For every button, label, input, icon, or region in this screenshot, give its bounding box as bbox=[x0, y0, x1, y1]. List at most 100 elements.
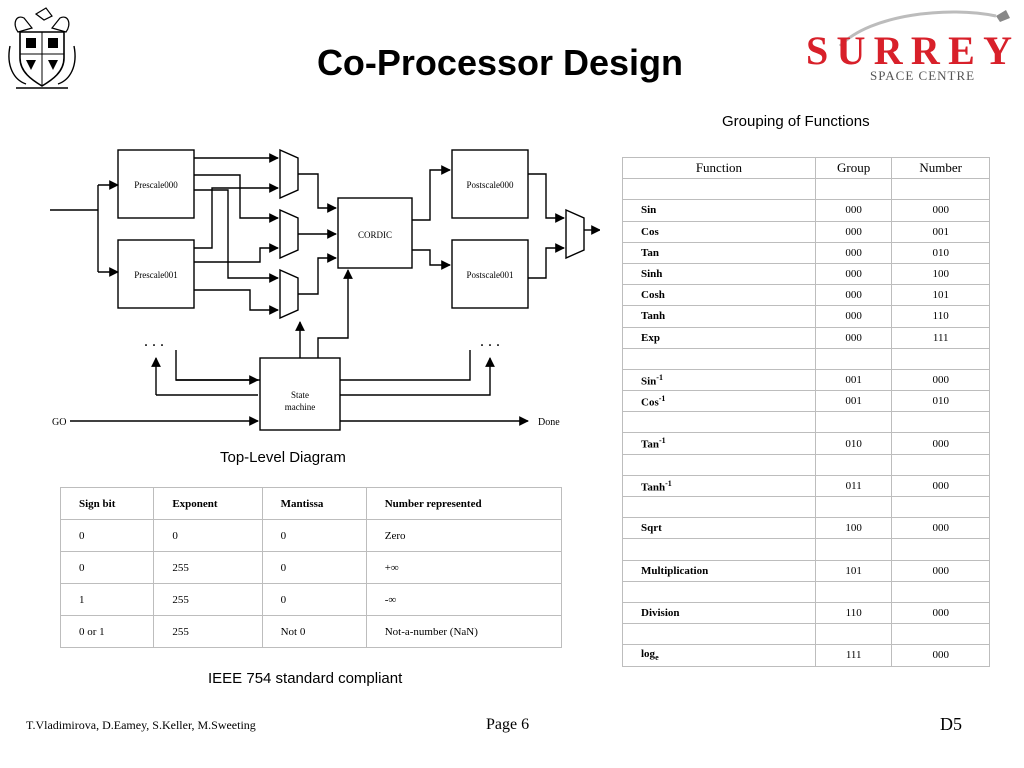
group-cell bbox=[814, 538, 893, 561]
function-name-cell: Tanh bbox=[622, 305, 816, 328]
top-level-block-diagram: Prescale000 Prescale001 CORDIC Postscale… bbox=[50, 148, 600, 431]
number-cell: 000 bbox=[891, 432, 990, 455]
function-name-cell: Sinh bbox=[622, 262, 816, 286]
group-cell: 111 bbox=[814, 644, 893, 667]
slide-title: Co-Processor Design bbox=[316, 42, 684, 83]
function-name: Sqrt bbox=[641, 522, 662, 535]
number-cell: 000 bbox=[891, 559, 990, 582]
function-name-cell: Sqrt bbox=[622, 517, 816, 540]
function-name: Sinh bbox=[641, 268, 663, 281]
group-cell bbox=[814, 580, 893, 603]
number-cell bbox=[891, 178, 990, 201]
logo-subtext: SPACE CENTRE bbox=[870, 68, 975, 83]
group-cell: 011 bbox=[814, 474, 893, 498]
number-cell: 000 bbox=[891, 517, 990, 540]
number-cell bbox=[891, 347, 990, 370]
number-cell bbox=[891, 411, 990, 434]
number-cell bbox=[891, 538, 990, 561]
function-name-cell: Tan-1 bbox=[622, 432, 816, 455]
function-subscript: e bbox=[655, 653, 659, 663]
function-table-header-row: Function Group Number bbox=[622, 156, 990, 180]
function-table-row bbox=[622, 453, 990, 476]
exponent-cell: 255 bbox=[153, 551, 263, 584]
footer-authors: T.Vladimirova, D.Eamey, S.Keller, M.Swee… bbox=[26, 718, 256, 732]
prescale000-block bbox=[117, 149, 195, 219]
function-name-cell: loge bbox=[622, 644, 816, 667]
function-name-cell bbox=[622, 580, 816, 603]
function-table-row bbox=[622, 411, 990, 434]
function-name-cell bbox=[622, 411, 816, 434]
function-name-cell bbox=[622, 495, 816, 519]
number-cell: 000 bbox=[891, 368, 990, 392]
function-name-cell: Sin-1 bbox=[622, 368, 816, 392]
mantissa-cell: Not 0 bbox=[261, 615, 367, 648]
function-name: Sin bbox=[641, 204, 657, 217]
number-cell: 101 bbox=[891, 284, 990, 307]
function-name: Tanh bbox=[641, 481, 666, 494]
group-cell: 010 bbox=[814, 432, 893, 455]
function-name-cell bbox=[622, 178, 816, 201]
footer-slide-code: D5 bbox=[940, 714, 962, 734]
function-superscript: -1 bbox=[658, 436, 666, 446]
function-name-cell: Sin bbox=[622, 199, 816, 222]
function-name-cell: Division bbox=[622, 601, 816, 625]
exponent-cell: 255 bbox=[153, 583, 263, 616]
header-group: Group bbox=[814, 156, 893, 180]
function-name: Cos bbox=[641, 396, 659, 409]
function-name: Sin bbox=[641, 375, 657, 388]
group-cell: 100 bbox=[814, 517, 893, 540]
sign-bit-cell: 0 or 1 bbox=[59, 615, 155, 648]
mux-1 bbox=[279, 148, 299, 200]
function-table-row bbox=[622, 623, 990, 646]
exponent-cell: 0 bbox=[153, 519, 263, 552]
number-cell bbox=[891, 453, 990, 476]
function-name-cell bbox=[622, 623, 816, 646]
header-sign-bit: Sign bit bbox=[59, 487, 155, 520]
ieee-754-table: Sign bit Exponent Mantissa Number repres… bbox=[59, 487, 563, 648]
number-cell: 110 bbox=[891, 305, 990, 328]
function-superscript: -1 bbox=[658, 393, 666, 403]
group-cell: 000 bbox=[814, 326, 893, 349]
function-name-cell: Multiplication bbox=[622, 559, 816, 582]
group-cell: 110 bbox=[814, 601, 893, 625]
group-cell: 000 bbox=[814, 305, 893, 328]
function-name: Cosh bbox=[641, 289, 665, 302]
number-cell bbox=[891, 580, 990, 603]
function-name-cell: Cosh bbox=[622, 284, 816, 307]
surrey-space-centre-logo: SURREY SPACE CENTRE bbox=[806, 10, 1012, 83]
function-name: Exp bbox=[641, 331, 660, 344]
prescale000-label: Prescale000 bbox=[134, 180, 178, 190]
ellipsis-right: . . . bbox=[480, 333, 500, 350]
state-machine-label-1: State bbox=[291, 390, 309, 400]
function-name-cell: Tanh-1 bbox=[622, 474, 816, 498]
function-superscript: -1 bbox=[656, 372, 663, 382]
grouping-caption: Grouping of Functions bbox=[722, 113, 870, 130]
group-cell: 000 bbox=[814, 199, 893, 222]
mux-out bbox=[565, 208, 585, 260]
sign-bit-cell: 0 bbox=[59, 551, 155, 584]
function-superscript: -1 bbox=[665, 478, 672, 488]
number-cell: 100 bbox=[891, 262, 990, 286]
number-cell: 001 bbox=[891, 220, 990, 243]
mantissa-cell: 0 bbox=[261, 583, 367, 616]
header-number-represented: Number represented bbox=[365, 487, 563, 520]
number-cell bbox=[891, 623, 990, 646]
function-table-row bbox=[622, 347, 990, 370]
number-cell: 010 bbox=[891, 390, 990, 413]
mux-2 bbox=[279, 208, 299, 260]
ieee-caption: IEEE 754 standard compliant bbox=[208, 670, 403, 687]
